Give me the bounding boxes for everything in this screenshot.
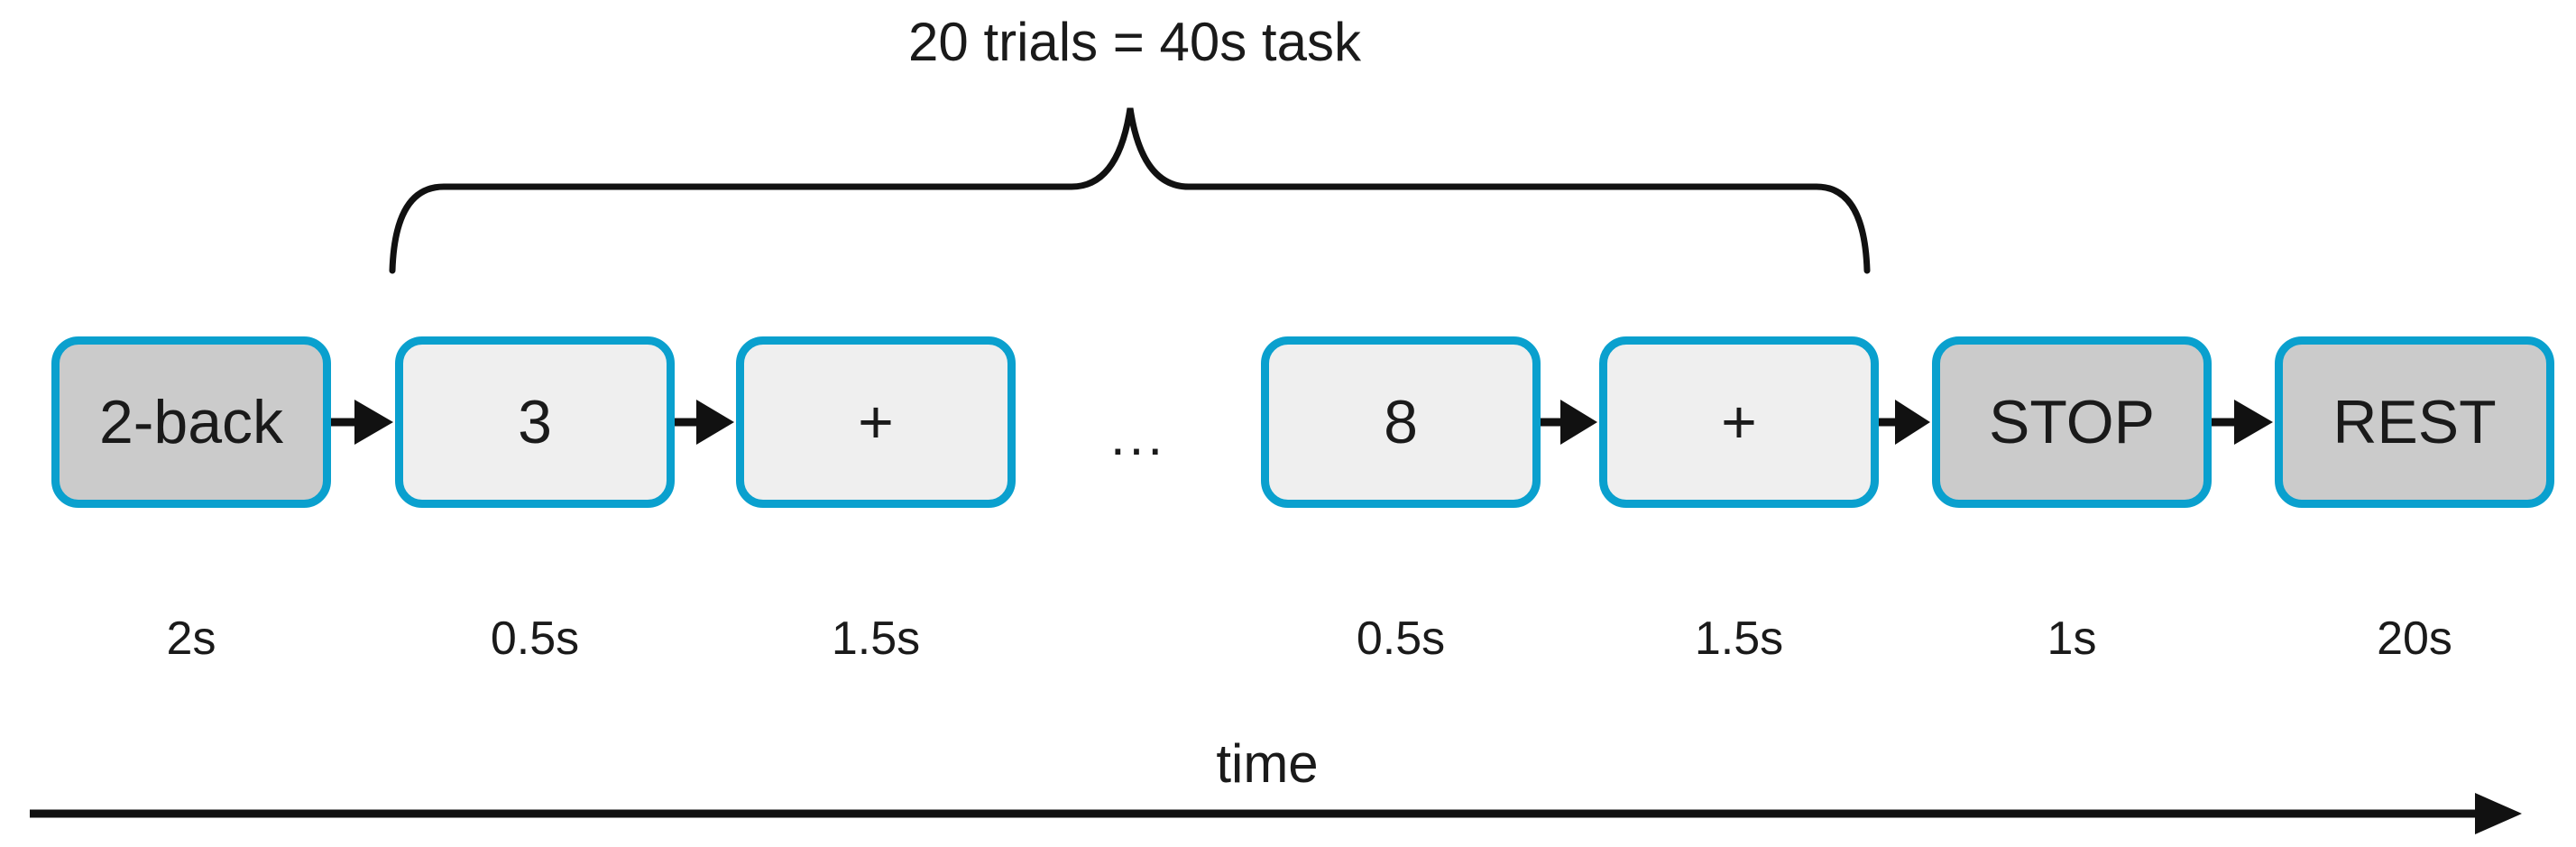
timeline-arrow-icon — [30, 793, 2522, 834]
duration-label: 0.5s — [490, 612, 580, 665]
box-stop: STOP — [1932, 336, 2212, 508]
duration-label: 1.5s — [1694, 612, 1784, 665]
arrow-right-icon — [675, 400, 734, 445]
brace-label: 20 trials = 40s task — [908, 12, 1361, 72]
box-rest-label: REST — [2332, 388, 2497, 456]
box-fixation-1: + — [736, 336, 1016, 508]
curly-brace — [389, 107, 1871, 274]
sequence-ellipsis: ... — [1109, 406, 1166, 466]
arrow-right-icon — [331, 400, 393, 445]
duration-label: 2s — [166, 612, 216, 665]
box-stimulus-3-label: 3 — [518, 388, 552, 456]
duration-label: 1s — [2047, 612, 2097, 665]
arrow-right-icon — [1879, 400, 1930, 445]
box-fixation-1-label: + — [858, 388, 894, 456]
arrow-right-icon — [1541, 400, 1597, 445]
box-2back: 2-back — [51, 336, 331, 508]
box-fixation-2-label: + — [1721, 388, 1757, 456]
box-fixation-2: + — [1599, 336, 1879, 508]
box-stop-label: STOP — [1989, 388, 2155, 456]
box-stimulus-3: 3 — [395, 336, 675, 508]
box-2back-label: 2-back — [98, 388, 284, 456]
box-stimulus-8: 8 — [1261, 336, 1541, 508]
duration-label: 1.5s — [831, 612, 921, 665]
duration-label: 0.5s — [1356, 612, 1446, 665]
arrow-right-icon — [2212, 400, 2273, 445]
time-axis-label: time — [1216, 733, 1319, 794]
duration-label: 20s — [2377, 612, 2452, 665]
box-rest: REST — [2275, 336, 2554, 508]
box-stimulus-8-label: 8 — [1384, 388, 1418, 456]
